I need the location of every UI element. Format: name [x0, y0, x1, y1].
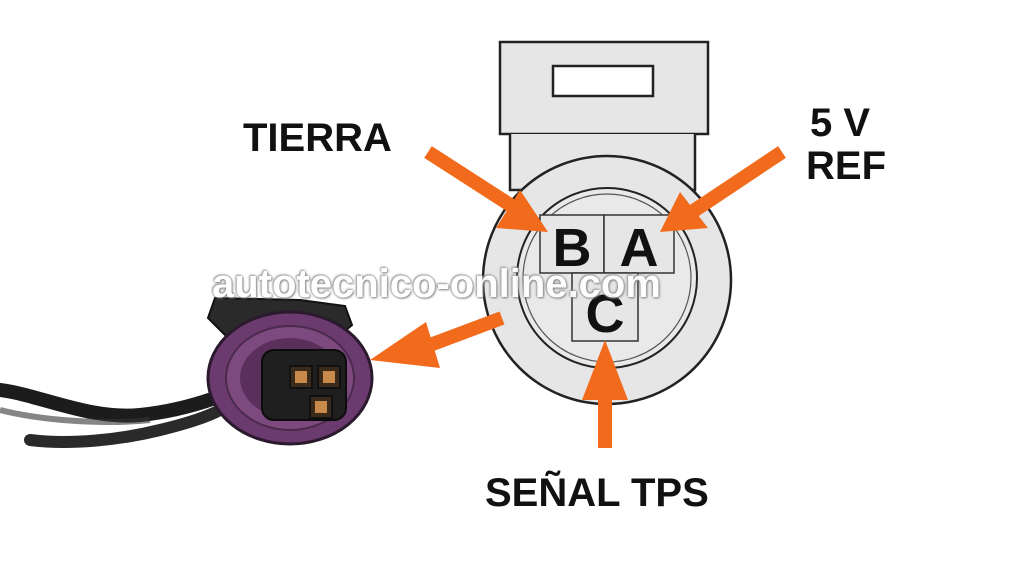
- arrows: [370, 146, 786, 448]
- harness-wire: [0, 383, 222, 423]
- harness-wire: [24, 404, 226, 448]
- pin-cavity-c: [571, 272, 639, 342]
- arrow-ground: [424, 146, 548, 232]
- connector-tab: [498, 40, 710, 136]
- pin-label-a: A: [620, 218, 659, 278]
- sensor-connector-diagram: B A C: [481, 40, 733, 406]
- pin-cavity-b: [539, 214, 605, 274]
- harness-wire: [0, 407, 151, 425]
- label-ref: REF: [806, 144, 886, 188]
- arrow-signal: [582, 340, 628, 448]
- watermark: autotecnico-online.com: [212, 262, 661, 306]
- label-signal-tps: SEÑAL TPS: [485, 471, 709, 515]
- connector-tab-slot: [551, 64, 655, 98]
- label-5v: 5 V: [810, 101, 871, 145]
- harness-connector-illustration: [0, 296, 374, 448]
- label-ground: TIERRA: [243, 116, 392, 160]
- pin-label-c: C: [586, 284, 625, 344]
- arrow-harness: [370, 311, 505, 368]
- pin-cavity-a: [603, 214, 675, 274]
- arrow-5v-ref: [660, 146, 786, 232]
- pin-label-b: B: [553, 218, 592, 278]
